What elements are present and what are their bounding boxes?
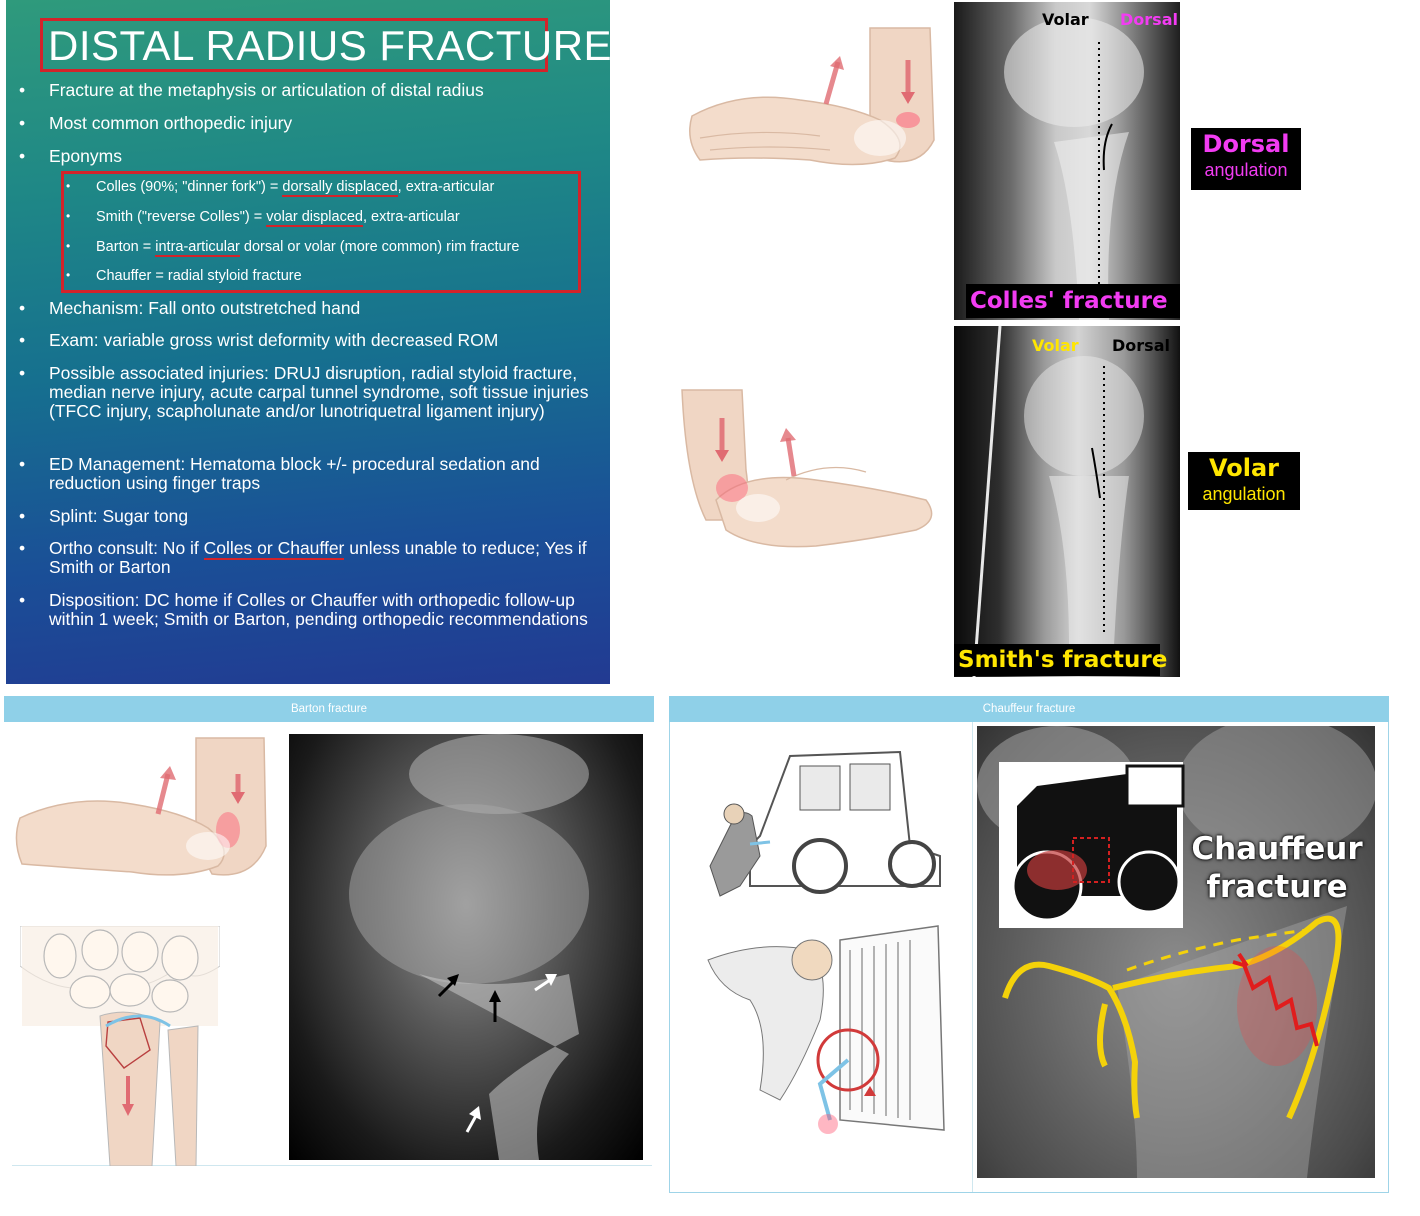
colles-dorsal-label: Dorsal bbox=[1120, 10, 1178, 29]
hand-crank-icon bbox=[707, 925, 945, 1134]
bullet-ortho-consult: •Ortho consult: No if Colles or Chauffer… bbox=[19, 538, 587, 577]
arrow-down-icon bbox=[122, 1076, 134, 1116]
eponym-colles: •Colles (90%; "dinner fork") = dorsally … bbox=[66, 179, 495, 197]
barton-panel-header: Barton fracture bbox=[4, 696, 654, 722]
arrow-down-icon bbox=[901, 60, 915, 104]
bullet-ed-management: •ED Management: Hematoma block +/- proce… bbox=[19, 454, 540, 493]
eponym-smith: •Smith ("reverse Colles") = volar displa… bbox=[66, 209, 460, 227]
arrow-up-icon bbox=[780, 428, 797, 477]
barton-xray bbox=[289, 734, 643, 1160]
arrow-up-icon bbox=[155, 766, 176, 815]
smith-volar-label: Volar bbox=[1032, 336, 1079, 355]
barton-panel-divider bbox=[12, 1165, 652, 1166]
chauffeur-xray: Chauffeur fracture bbox=[977, 726, 1375, 1178]
bullet-common: •Most common orthopedic injury bbox=[19, 113, 293, 133]
bullet-associated-injuries: •Possible associated injuries: DRUJ disr… bbox=[19, 363, 589, 421]
arrow-up-icon bbox=[823, 56, 844, 105]
barton-hand-illustration bbox=[15, 737, 267, 876]
arrow-down-icon bbox=[231, 774, 245, 804]
bullet-splint: •Splint: Sugar tong bbox=[19, 506, 189, 526]
slide: DISTAL RADIUS FRACTURE •Fracture at the … bbox=[6, 0, 610, 684]
slide-title: DISTAL RADIUS FRACTURE bbox=[48, 22, 610, 69]
smith-dorsal-label: Dorsal bbox=[1112, 336, 1170, 355]
bullet-eponyms: •Eponyms bbox=[19, 146, 122, 166]
title-highlight-box bbox=[40, 18, 548, 72]
bullet-disposition: •Disposition: DC home if Colles or Chauf… bbox=[19, 590, 588, 629]
bullet-definition: •Fracture at the metaphysis or articulat… bbox=[19, 80, 484, 100]
arrow-down-icon bbox=[715, 418, 729, 462]
eponym-barton: •Barton = intra-articular dorsal or vola… bbox=[66, 239, 520, 257]
eponym-chauffer: •Chauffer = radial styloid fracture bbox=[66, 268, 302, 284]
colles-hand-illustration bbox=[689, 27, 935, 166]
volar-angulation-label: Volar angulation bbox=[1188, 452, 1300, 510]
bullet-exam: •Exam: variable gross wrist deformity wi… bbox=[19, 330, 499, 350]
smith-xray: Volar Dorsal Smith's fracture bbox=[954, 326, 1180, 677]
smith-caption: Smith's fracture bbox=[954, 644, 1167, 676]
barton-wrist-bones-illustration bbox=[20, 926, 220, 1166]
smith-hand-illustration bbox=[681, 389, 933, 548]
bullet-mechanism: •Mechanism: Fall onto outstretched hand bbox=[19, 298, 361, 318]
dorsal-angulation-label: Dorsal angulation bbox=[1191, 128, 1301, 190]
colles-caption: Colles' fracture bbox=[966, 284, 1180, 318]
chauffeur-panel-divider bbox=[972, 722, 973, 1192]
vintage-car-icon bbox=[709, 750, 941, 897]
eponyms-highlight-box bbox=[61, 171, 581, 293]
chauffeur-label: Chauffeur fracture bbox=[1191, 831, 1363, 905]
colles-volar-label: Volar bbox=[1042, 10, 1089, 29]
colles-xray: Volar Dorsal Colles' fracture bbox=[954, 2, 1180, 320]
chauffeur-panel-header: Chauffeur fracture bbox=[669, 696, 1389, 722]
